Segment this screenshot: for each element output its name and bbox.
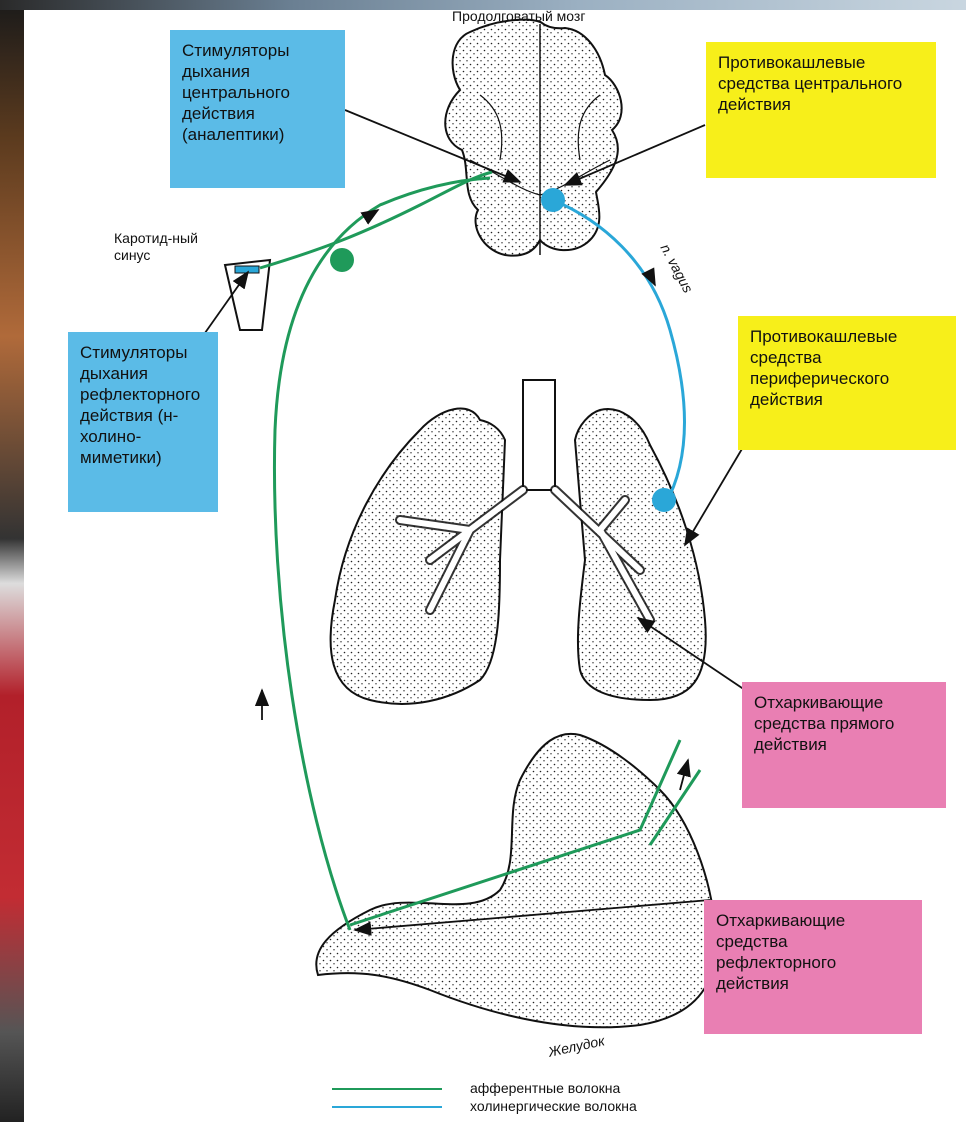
peripheral-antitussives-box: Противокашлевые средства периферического… [738,316,956,450]
central-antitussives-box: Противокашлевые средства центрального де… [706,42,936,178]
lungs [331,380,706,704]
legend-afferent-label: афферентные волокна [470,1080,620,1097]
reflex-expectorants-box: Отхаркивающие средства рефлекторного дей… [704,900,922,1034]
legend-afferent-swatch [332,1088,442,1090]
legend-cholinergic-label: холинергические волокна [470,1098,637,1115]
reflex-respiratory-stimulants-box: Стимуляторы дыхания рефлекторного действ… [68,332,218,512]
stomach [316,734,715,1027]
diagram-title: Продолговатый мозг [452,8,585,25]
central-respiratory-stimulants-box: Стимуляторы дыхания центрального действи… [170,30,345,188]
direct-expectorants-box: Отхаркивающие средства прямого действия [742,682,946,808]
lung-vagus-node [652,488,676,512]
vagus-center-node [541,188,565,212]
afferent-node [330,248,354,272]
medulla-oblongata [445,20,621,256]
legend-cholinergic-swatch [332,1106,442,1108]
carotid-sinus-label: Каротид-ный синус [114,230,210,264]
